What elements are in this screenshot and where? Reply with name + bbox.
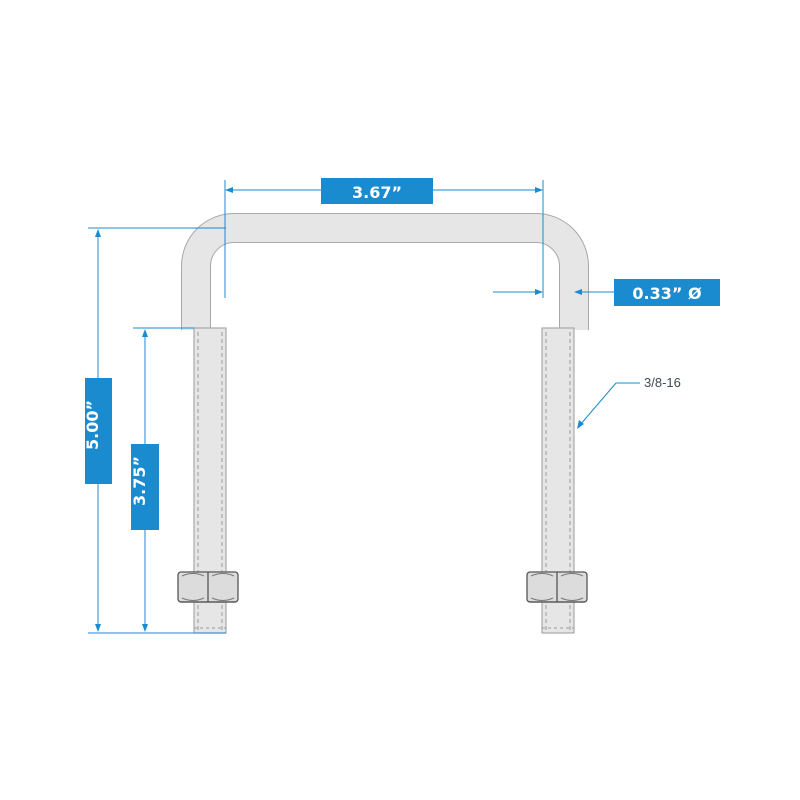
right-hex-nut <box>526 571 588 603</box>
dimension-inner-width: 3.67” <box>224 178 544 298</box>
label-box-thread-length <box>131 444 159 530</box>
label-box-rod-diameter <box>614 279 720 306</box>
left-hex-nut <box>177 571 239 603</box>
u-bolt-body-fill <box>182 214 588 330</box>
label-overall-height: 5.00” <box>83 400 102 450</box>
dimension-overall-height: 5.00” <box>83 227 226 634</box>
dimension-rod-diameter: 0.33” Ø <box>493 279 720 306</box>
callout-thread-spec: 3/8-16 <box>577 375 681 429</box>
label-thread-spec: 3/8-16 <box>644 375 681 390</box>
dimension-thread-length: 3.75” <box>130 327 194 632</box>
label-box-overall-height <box>85 378 112 484</box>
label-box-inner-width <box>321 178 433 204</box>
u-bolt-body <box>181 213 589 330</box>
label-inner-width: 3.67” <box>352 183 402 202</box>
label-thread-length: 3.75” <box>130 456 149 506</box>
label-rod-diameter: 0.33” Ø <box>632 284 702 303</box>
